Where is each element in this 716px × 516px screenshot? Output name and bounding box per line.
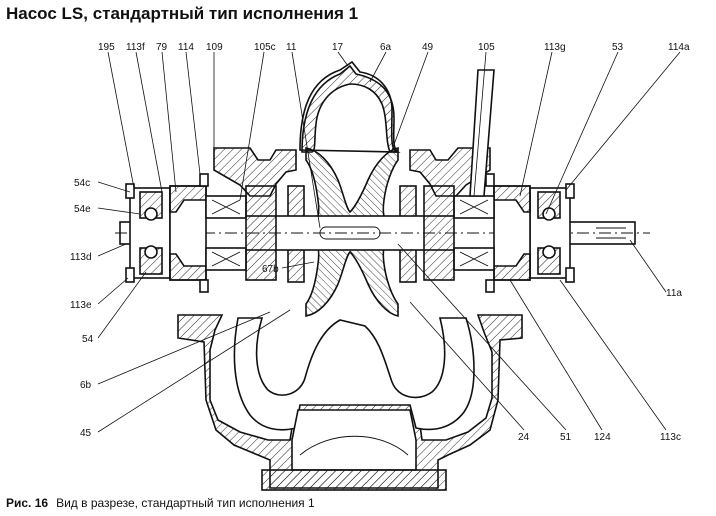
leader-lines bbox=[97, 51, 681, 433]
callout-24: 24 bbox=[518, 432, 530, 443]
callout-113f: 113f bbox=[126, 42, 145, 53]
figure-title: Насос LS, стандартный тип исполнения 1 bbox=[6, 4, 359, 23]
callout-109: 109 bbox=[206, 42, 223, 53]
callout-195: 195 bbox=[98, 42, 115, 53]
callout-113d: 113d bbox=[70, 252, 92, 263]
callout-124: 124 bbox=[594, 432, 611, 443]
callout-67b: 67b bbox=[262, 264, 279, 275]
callout-6a: 6a bbox=[380, 42, 392, 53]
callout-53: 53 bbox=[612, 42, 624, 53]
upper-casing bbox=[213, 60, 491, 197]
callout-105c: 105c bbox=[254, 42, 276, 53]
figure-caption-label: Рис. 16 bbox=[6, 496, 49, 510]
callout-54c: 54c bbox=[74, 178, 90, 189]
pump-casing bbox=[177, 314, 523, 491]
callout-105: 105 bbox=[478, 42, 495, 53]
callout-11: 11 bbox=[286, 42, 297, 53]
callout-113c: 113c bbox=[660, 432, 681, 443]
left-bearing-assembly bbox=[125, 173, 277, 293]
callout-54: 54 bbox=[82, 334, 94, 345]
callout-114a: 114a bbox=[668, 42, 690, 53]
callout-54e: 54e bbox=[74, 204, 91, 215]
callout-114: 114 bbox=[178, 42, 194, 53]
callout-51: 51 bbox=[560, 432, 572, 443]
callout-45: 45 bbox=[80, 428, 92, 439]
callout-labels: 195 113f 79 114 109 105c 11 17 6a 49 105… bbox=[70, 42, 690, 443]
callout-49: 49 bbox=[422, 42, 434, 53]
figure-caption-text: Вид в разрезе, стандартный тип исполнени… bbox=[56, 496, 315, 510]
callout-17: 17 bbox=[332, 42, 344, 53]
figure-caption: Рис. 16 Вид в разрезе, стандартный тип ис… bbox=[6, 496, 315, 510]
callout-6b: 6b bbox=[80, 380, 92, 391]
callout-113e: 113e bbox=[70, 300, 92, 311]
callout-11a: 11a bbox=[666, 288, 682, 299]
right-bearing-assembly bbox=[423, 69, 575, 293]
callout-79: 79 bbox=[156, 42, 168, 53]
callout-113g: 113g bbox=[544, 42, 566, 53]
